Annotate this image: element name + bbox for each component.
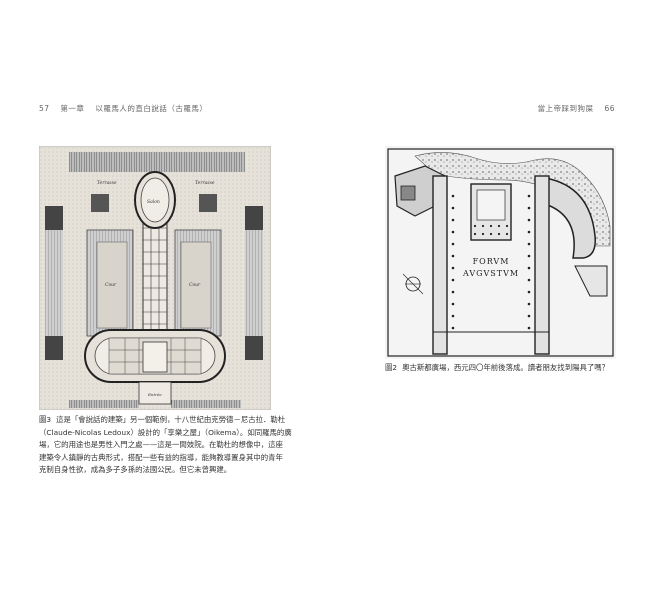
section-title: 當上帝踩到狗屎 [537,104,594,113]
page-header-left: 57 第一章 以羅馬人的直白說話（古羅馬） [39,103,207,114]
court-right-label: Cour [189,282,201,288]
entry-label: Entrée [147,392,162,397]
court-left-label: Cour [105,282,117,288]
oikema-floor-plan-drawing: Terrasse Terrasse Cour Cour Salon [38,145,272,411]
forum-label-line-2: AVGVSTVM [462,269,519,278]
terrace-left-label: Terrasse [97,180,117,186]
chapter-title: 以羅馬人的直白說話（古羅馬） [95,104,208,113]
figure-3-caption-line-1: 這是「會說話的建築」另一個範例，十八世紀由克勞德－尼古拉．勒杜 [56,415,286,424]
figure-3-caption-line-2: （Claude-Nicolas Ledoux）設計的「享樂之屋」（Oikema）… [39,427,292,437]
figure-3-caption-line-4: 建築令人鎮靜的古典形式，搭配一些有益的指導，能夠教導置身其中的青年 [39,452,283,462]
figure-2-label: 圖2 [385,363,398,372]
figure-2-caption-text: 奧古斯都廣場，西元四〇年前後落成。讀者朋友找到陽具了嗎？ [402,363,610,372]
figure-2-caption: 圖2 奧古斯都廣場，西元四〇年前後落成。讀者朋友找到陽具了嗎？ [385,362,621,375]
salon-label: Salon [147,199,160,205]
figure-3-oikema-plan: Terrasse Terrasse Cour Cour Salon [38,145,272,411]
figure-3-label: 圖3 [39,415,52,424]
figure-3-caption-line-3: 場，它的用途也是男性入門之處——這是一間妓院。在勒杜的想像中，這座 [39,440,283,450]
figure-3-caption-line-5: 克制自身性欲，成為多子多孫的法國公民。但它未曾興建。 [39,465,232,475]
page-number-left: 57 [39,104,50,113]
figure-3-caption: 圖3 這是「會說話的建築」另一個範例，十八世紀由克勞德－尼古拉．勒杜 （Claud… [39,414,292,477]
forum-augustum-plan-drawing: FORVM AVGVSTVM [385,146,616,359]
figure-2-forum-plan: FORVM AVGVSTVM [385,146,616,359]
forum-label-line-1: FORVM [473,257,510,266]
page-number-right: 66 [604,104,615,113]
terrace-right-label: Terrasse [195,180,215,186]
page-header-right: 當上帝踩到狗屎 66 [538,103,615,114]
chapter-number: 第一章 [60,104,85,113]
compass-icon [402,273,424,295]
